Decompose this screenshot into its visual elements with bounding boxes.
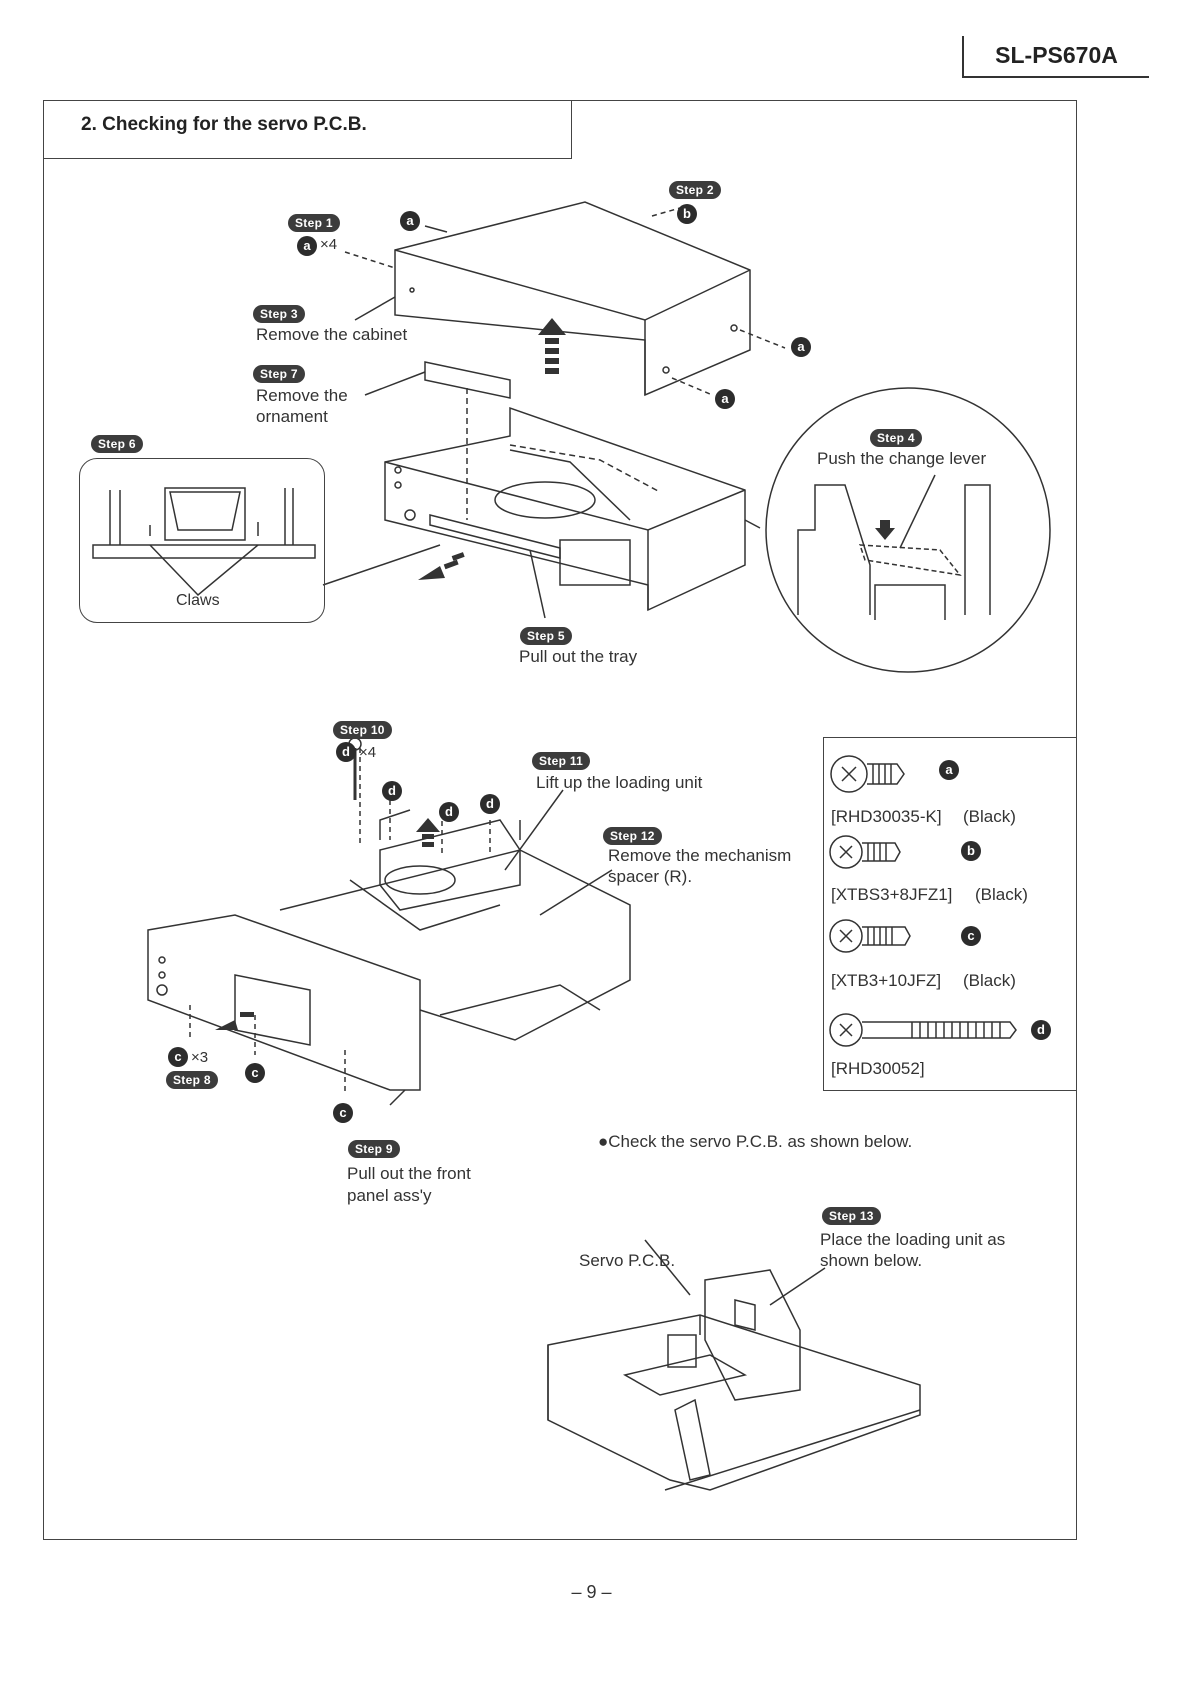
push-lever-text: Push the change lever [817, 449, 987, 468]
check-servo-note: ●Check the servo P.C.B. as shown below. [598, 1132, 913, 1151]
screw-b-color: (Black) [975, 885, 1028, 904]
servo-pcb-drawing [547, 1239, 921, 1491]
pull-tray-text: Pull out the tray [519, 647, 638, 666]
step-12-badge: Step 12 [603, 827, 662, 845]
step-8-badge: Step 8 [166, 1071, 218, 1089]
marker-c: c [333, 1103, 353, 1123]
qty-a: ×4 [320, 236, 338, 253]
step-5-badge: Step 5 [520, 627, 572, 645]
remove-ornament-text-1: Remove the [256, 386, 348, 405]
claws-label: Claws [176, 592, 220, 609]
lever-detail-drawing [744, 387, 1051, 673]
screw-c-icon [829, 919, 911, 953]
legend-marker-b: b [961, 841, 981, 861]
pull-front-text-2: panel ass'y [347, 1186, 432, 1205]
servo-pcb-label: Servo P.C.B. [579, 1251, 676, 1270]
marker-d: d [480, 794, 500, 814]
marker-d: d [382, 781, 402, 801]
step-1-badge: Step 1 [288, 214, 340, 232]
place-loading-text-1: Place the loading unit as [820, 1230, 1006, 1249]
page-number: – 9 – [571, 1582, 612, 1602]
screw-c-part: [XTB3+10JFZ] [831, 971, 942, 990]
marker-a: a [791, 337, 811, 357]
marker-a: a [400, 211, 420, 231]
lift-arrow [538, 318, 566, 374]
section-title-box [43, 100, 572, 159]
screw-a-part: [RHD30035-K] [831, 807, 942, 826]
cabinet-drawing [344, 201, 786, 397]
step-4-badge: Step 4 [870, 429, 922, 447]
screw-b-icon [829, 835, 901, 869]
marker-a: a [297, 236, 317, 256]
step-10-badge: Step 10 [333, 721, 392, 739]
marker-a: a [715, 389, 735, 409]
claws-detail-box [79, 458, 325, 623]
marker-b: b [677, 204, 697, 224]
step-9-badge: Step 9 [348, 1140, 400, 1158]
claws-drawing [92, 487, 441, 597]
place-loading-text-2: shown below. [820, 1251, 923, 1270]
tray-arrow [418, 552, 465, 580]
remove-spacer-text-2: spacer (R). [608, 867, 693, 886]
screw-a-icon [830, 755, 905, 793]
remove-cabinet-text: Remove the cabinet [256, 325, 408, 344]
step-13-badge: Step 13 [822, 1207, 881, 1225]
step-3-badge: Step 3 [253, 305, 305, 323]
model-number: SL-PS670A [962, 36, 1149, 78]
section-title: 2. Checking for the servo P.C.B. [81, 114, 367, 135]
marker-d: d [439, 802, 459, 822]
marker-d: d [336, 742, 356, 762]
screw-d-icon [829, 1013, 1017, 1047]
screw-legend [823, 737, 1076, 1091]
screw-a-color: (Black) [963, 807, 1016, 826]
step-6-badge: Step 6 [91, 435, 143, 453]
lift-loading-text: Lift up the loading unit [536, 773, 703, 792]
ornament-drawing [424, 361, 511, 399]
qty-c: ×3 [191, 1049, 209, 1066]
step-2-badge: Step 2 [669, 181, 721, 199]
content-frame [43, 100, 1077, 1540]
remove-spacer-text-1: Remove the mechanism [608, 846, 792, 865]
mechanism-arrows [215, 818, 440, 1030]
legend-marker-a: a [939, 760, 959, 780]
step-11-badge: Step 11 [532, 752, 591, 770]
screw-b-part: [XTBS3+8JFZ1] [831, 885, 953, 904]
screw-d-part: [RHD30052] [831, 1059, 925, 1078]
mechanism-drawing [147, 748, 631, 1106]
step-7-badge: Step 7 [253, 365, 305, 383]
chassis-drawing [384, 406, 746, 619]
remove-ornament-text-2: ornament [256, 407, 328, 426]
legend-marker-c: c [961, 926, 981, 946]
qty-d: ×4 [359, 744, 377, 761]
marker-c: c [168, 1047, 188, 1067]
screw-c-color: (Black) [963, 971, 1016, 990]
lever-arrow [875, 520, 895, 540]
marker-c: c [245, 1063, 265, 1083]
pull-front-text-1: Pull out the front [347, 1164, 471, 1183]
legend-marker-d: d [1031, 1020, 1051, 1040]
